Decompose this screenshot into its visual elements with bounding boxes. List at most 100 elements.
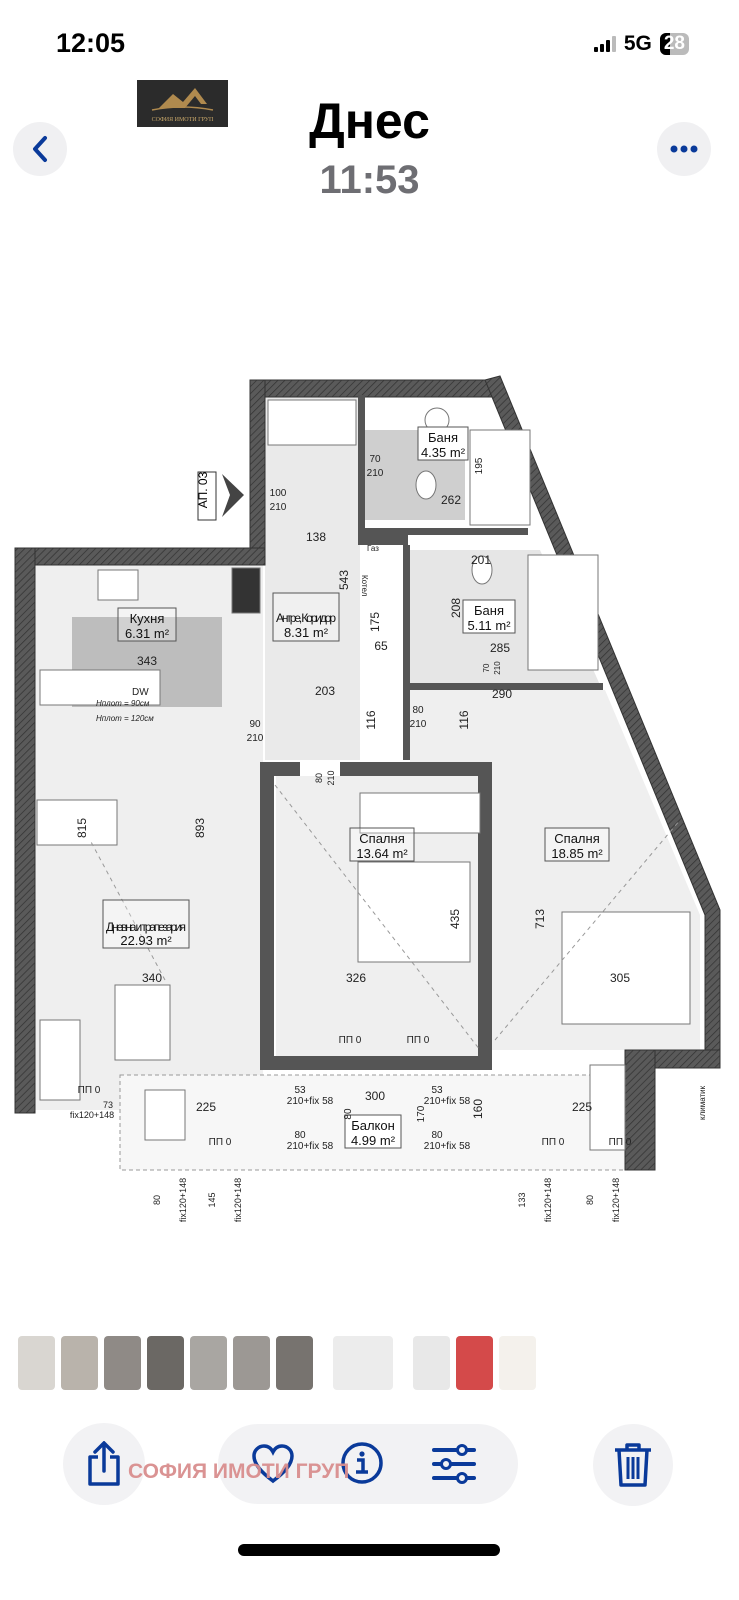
- trash-icon: [615, 1443, 651, 1487]
- dimension: 133: [517, 1192, 527, 1207]
- room-area: 8.31 m²: [284, 625, 329, 640]
- thumbnail[interactable]: [276, 1336, 313, 1390]
- dimension: fix120+148: [233, 1178, 243, 1222]
- thumbnail[interactable]: [190, 1336, 227, 1390]
- room-name: Баня: [428, 430, 458, 445]
- dimension: 80: [152, 1195, 162, 1205]
- entry-arrow-icon: [222, 474, 244, 517]
- dimension: 210+fix 58: [424, 1096, 471, 1107]
- dimension: fix120+148: [70, 1110, 114, 1120]
- dimension: 80: [314, 773, 324, 783]
- network-type: 5G: [623, 32, 652, 55]
- thumbnail[interactable]: [499, 1336, 536, 1390]
- battery-level: 28: [663, 33, 685, 54]
- room-name: Спалня: [554, 831, 599, 846]
- thumbnail[interactable]: [147, 1336, 184, 1390]
- page-title: Днес: [309, 93, 430, 149]
- room-name: Дневна и трапезария: [106, 920, 186, 934]
- dimension: 65: [374, 639, 388, 653]
- thumbnail[interactable]: [104, 1336, 141, 1390]
- delete-button[interactable]: [593, 1424, 673, 1506]
- dimension: 80: [412, 705, 424, 716]
- dimension: ПП 0: [78, 1085, 101, 1096]
- status-indicators: 5G 28: [593, 32, 689, 56]
- dimension: 262: [441, 493, 461, 507]
- sliders-icon: [432, 1444, 476, 1484]
- home-indicator[interactable]: [238, 1544, 500, 1556]
- dimension: 893: [193, 818, 207, 838]
- dimension: fix120+148: [178, 1178, 188, 1222]
- thumbnail-strip[interactable]: [18, 1336, 536, 1390]
- dimension: 285: [490, 641, 510, 655]
- dimension: 73: [103, 1100, 113, 1110]
- room-name: Баня: [474, 603, 504, 618]
- counter-height-120: Hплот = 120см: [96, 714, 154, 723]
- dimension: 145: [207, 1192, 217, 1207]
- corridor-floor: [265, 395, 360, 760]
- room-name: Балкон: [351, 1118, 395, 1133]
- dimension: 170: [416, 1105, 427, 1122]
- back-button[interactable]: [13, 122, 67, 176]
- dimension: 210: [247, 733, 264, 744]
- dimension: 100: [270, 488, 287, 499]
- interior-walls: [260, 395, 603, 1070]
- favorite-button[interactable]: [251, 1444, 295, 1484]
- dimension: 815: [75, 818, 89, 838]
- room-area: 6.31 m²: [125, 626, 170, 641]
- dimension: 138: [306, 530, 326, 544]
- ellipsis-icon: [670, 145, 698, 153]
- apartment-label: АП. 03: [196, 471, 210, 508]
- counter-height-90: Hплот = 90см: [96, 699, 150, 708]
- more-button[interactable]: [657, 122, 711, 176]
- dishwasher-label: DW: [132, 687, 149, 698]
- dimension: 80: [585, 1195, 595, 1205]
- thumbnail[interactable]: [233, 1336, 270, 1390]
- dimension: 210: [270, 502, 287, 513]
- thumbnail[interactable]: [333, 1336, 393, 1390]
- dimension: 116: [457, 710, 471, 729]
- status-time: 12:05: [56, 28, 126, 58]
- heart-icon: [252, 1444, 294, 1484]
- dimension: ПП 0: [339, 1035, 362, 1046]
- boiler-label: Котел: [360, 575, 369, 597]
- room-area: 22.93 m²: [120, 933, 172, 948]
- room-area: 4.35 m²: [421, 445, 466, 460]
- dimension: 210: [493, 661, 502, 675]
- dimension: 210: [410, 719, 427, 730]
- dimension: 305: [610, 971, 630, 985]
- room-area: 13.64 m²: [356, 846, 408, 861]
- dimensions: 100 210 70 210 195 262 138 543 201 208 1…: [70, 454, 632, 1222]
- dimension: 80: [294, 1130, 306, 1141]
- info-button[interactable]: [340, 1441, 384, 1485]
- thumbnail[interactable]: [456, 1336, 493, 1390]
- share-button[interactable]: [63, 1423, 145, 1505]
- dimension: 210: [367, 468, 384, 479]
- outer-walls: [14, 375, 721, 1171]
- dimension: 160: [471, 1099, 485, 1119]
- dimension: 543: [337, 570, 351, 590]
- company-logo: СОФИЯ ИМОТИ ГРУП: [137, 80, 228, 127]
- dimension: 80: [431, 1130, 443, 1141]
- dimension: 208: [449, 598, 463, 618]
- dimension: 70: [482, 663, 491, 672]
- dimension: 53: [431, 1085, 443, 1096]
- thumbnail[interactable]: [61, 1336, 98, 1390]
- room-name: Спалня: [359, 831, 404, 846]
- thumbnail[interactable]: [413, 1336, 450, 1390]
- dimension: ПП 0: [542, 1137, 565, 1148]
- battery-icon: 28: [659, 33, 689, 55]
- dimension: 175: [368, 612, 382, 632]
- adjust-button[interactable]: [431, 1444, 477, 1484]
- dimension: fix120+148: [543, 1178, 553, 1222]
- room-area: 5.11 m²: [467, 618, 511, 633]
- dimension: 210+fix 58: [287, 1141, 334, 1152]
- watermark-text: СОФИЯ ИМОТИ ГРУП: [128, 1460, 350, 1483]
- dimension: 290: [492, 687, 512, 701]
- floor-plan-image[interactable]: АП. 03 Баня 4.35 m² Баня 5.11 m² Кухня 6…: [0, 330, 739, 1230]
- dimension: 713: [533, 909, 547, 929]
- dimension: 210+fix 58: [287, 1096, 334, 1107]
- dimension: 326: [346, 971, 366, 985]
- house-logo-icon: [151, 88, 214, 111]
- signal-icon: [593, 36, 616, 52]
- thumbnail[interactable]: [18, 1336, 55, 1390]
